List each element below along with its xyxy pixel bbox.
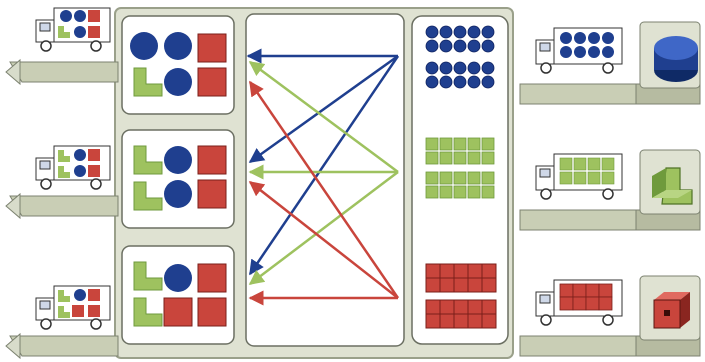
- staging-box-3: [122, 246, 234, 344]
- truck-icon: [536, 154, 622, 199]
- truck-icon: [36, 146, 110, 189]
- truck-icon: [536, 28, 622, 73]
- cube-icon: [654, 292, 690, 328]
- sorting-area: [246, 14, 404, 346]
- outbound-dock-1: [6, 60, 118, 84]
- staging-box-2: [122, 130, 234, 228]
- truck-icon: [536, 280, 622, 325]
- cylinder-icon: [654, 36, 698, 82]
- staging-box-1: [122, 16, 234, 114]
- truck-icon: [36, 286, 110, 329]
- truck-icon: [36, 8, 110, 51]
- outbound-dock-3: [6, 334, 118, 358]
- outbound-dock-2: [6, 194, 118, 218]
